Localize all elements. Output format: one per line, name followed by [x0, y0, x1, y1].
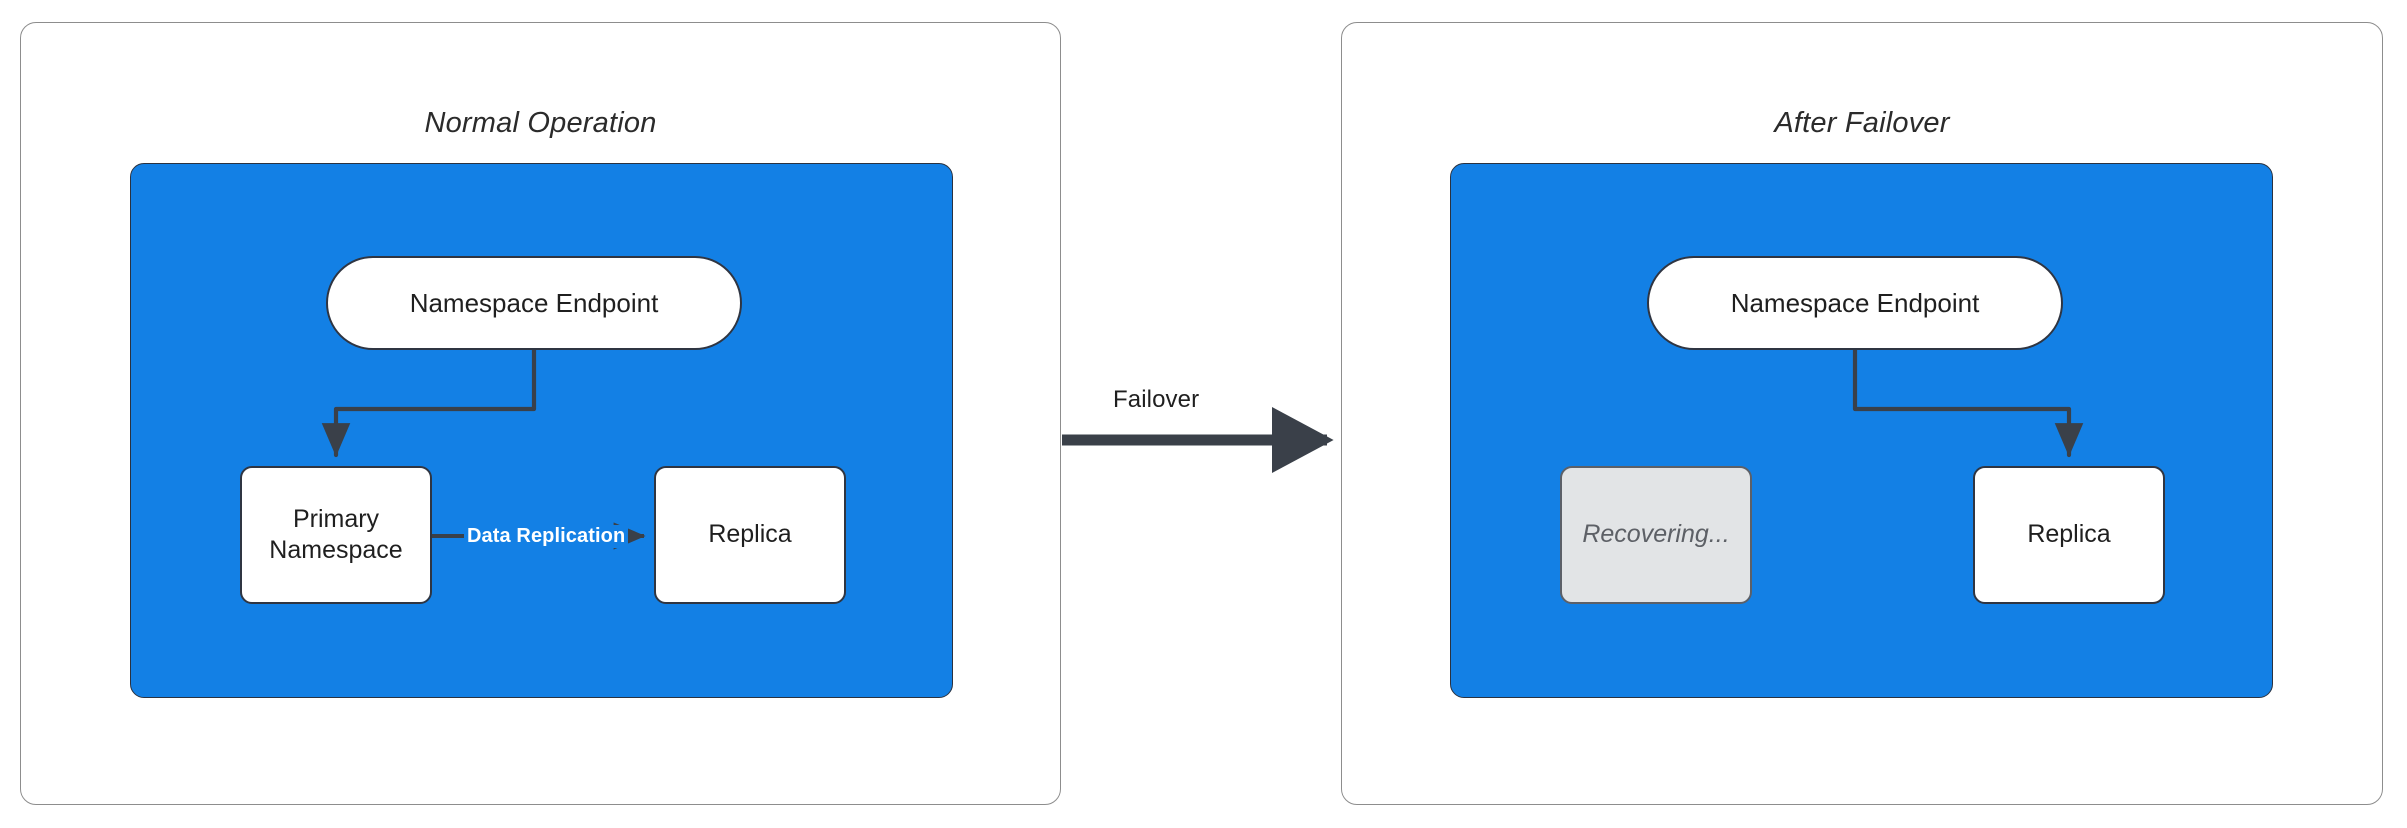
transition-label-failover: Failover [1107, 386, 1206, 414]
node-primary-namespace[interactable]: Primary Namespace [240, 466, 432, 604]
node-label-line2: Namespace [269, 536, 403, 564]
node-label-line1: Primary [292, 504, 380, 533]
node-replica-normal[interactable]: Replica [654, 466, 846, 604]
node-label: Replica [708, 520, 792, 549]
node-label: Namespace Endpoint [1730, 287, 1980, 318]
node-namespace-endpoint-failover[interactable]: Namespace Endpoint [1647, 256, 2063, 350]
node-namespace-endpoint-normal[interactable]: Namespace Endpoint [326, 256, 742, 350]
node-label: Recovering... [1582, 520, 1730, 549]
edge-label-data-replication: Data Replication [464, 525, 629, 548]
node-label: Primary Namespace [269, 504, 402, 567]
panel-title-normal-operation: Normal Operation [424, 107, 657, 139]
blue-region-normal-operation [130, 163, 953, 698]
node-label: Replica [2027, 520, 2111, 549]
node-recovering[interactable]: Recovering... [1560, 466, 1752, 604]
panel-title-after-failover: After Failover [1774, 107, 1950, 139]
node-replica-failover[interactable]: Replica [1973, 466, 2165, 604]
blue-region-after-failover [1450, 163, 2273, 698]
node-label: Namespace Endpoint [409, 287, 659, 318]
